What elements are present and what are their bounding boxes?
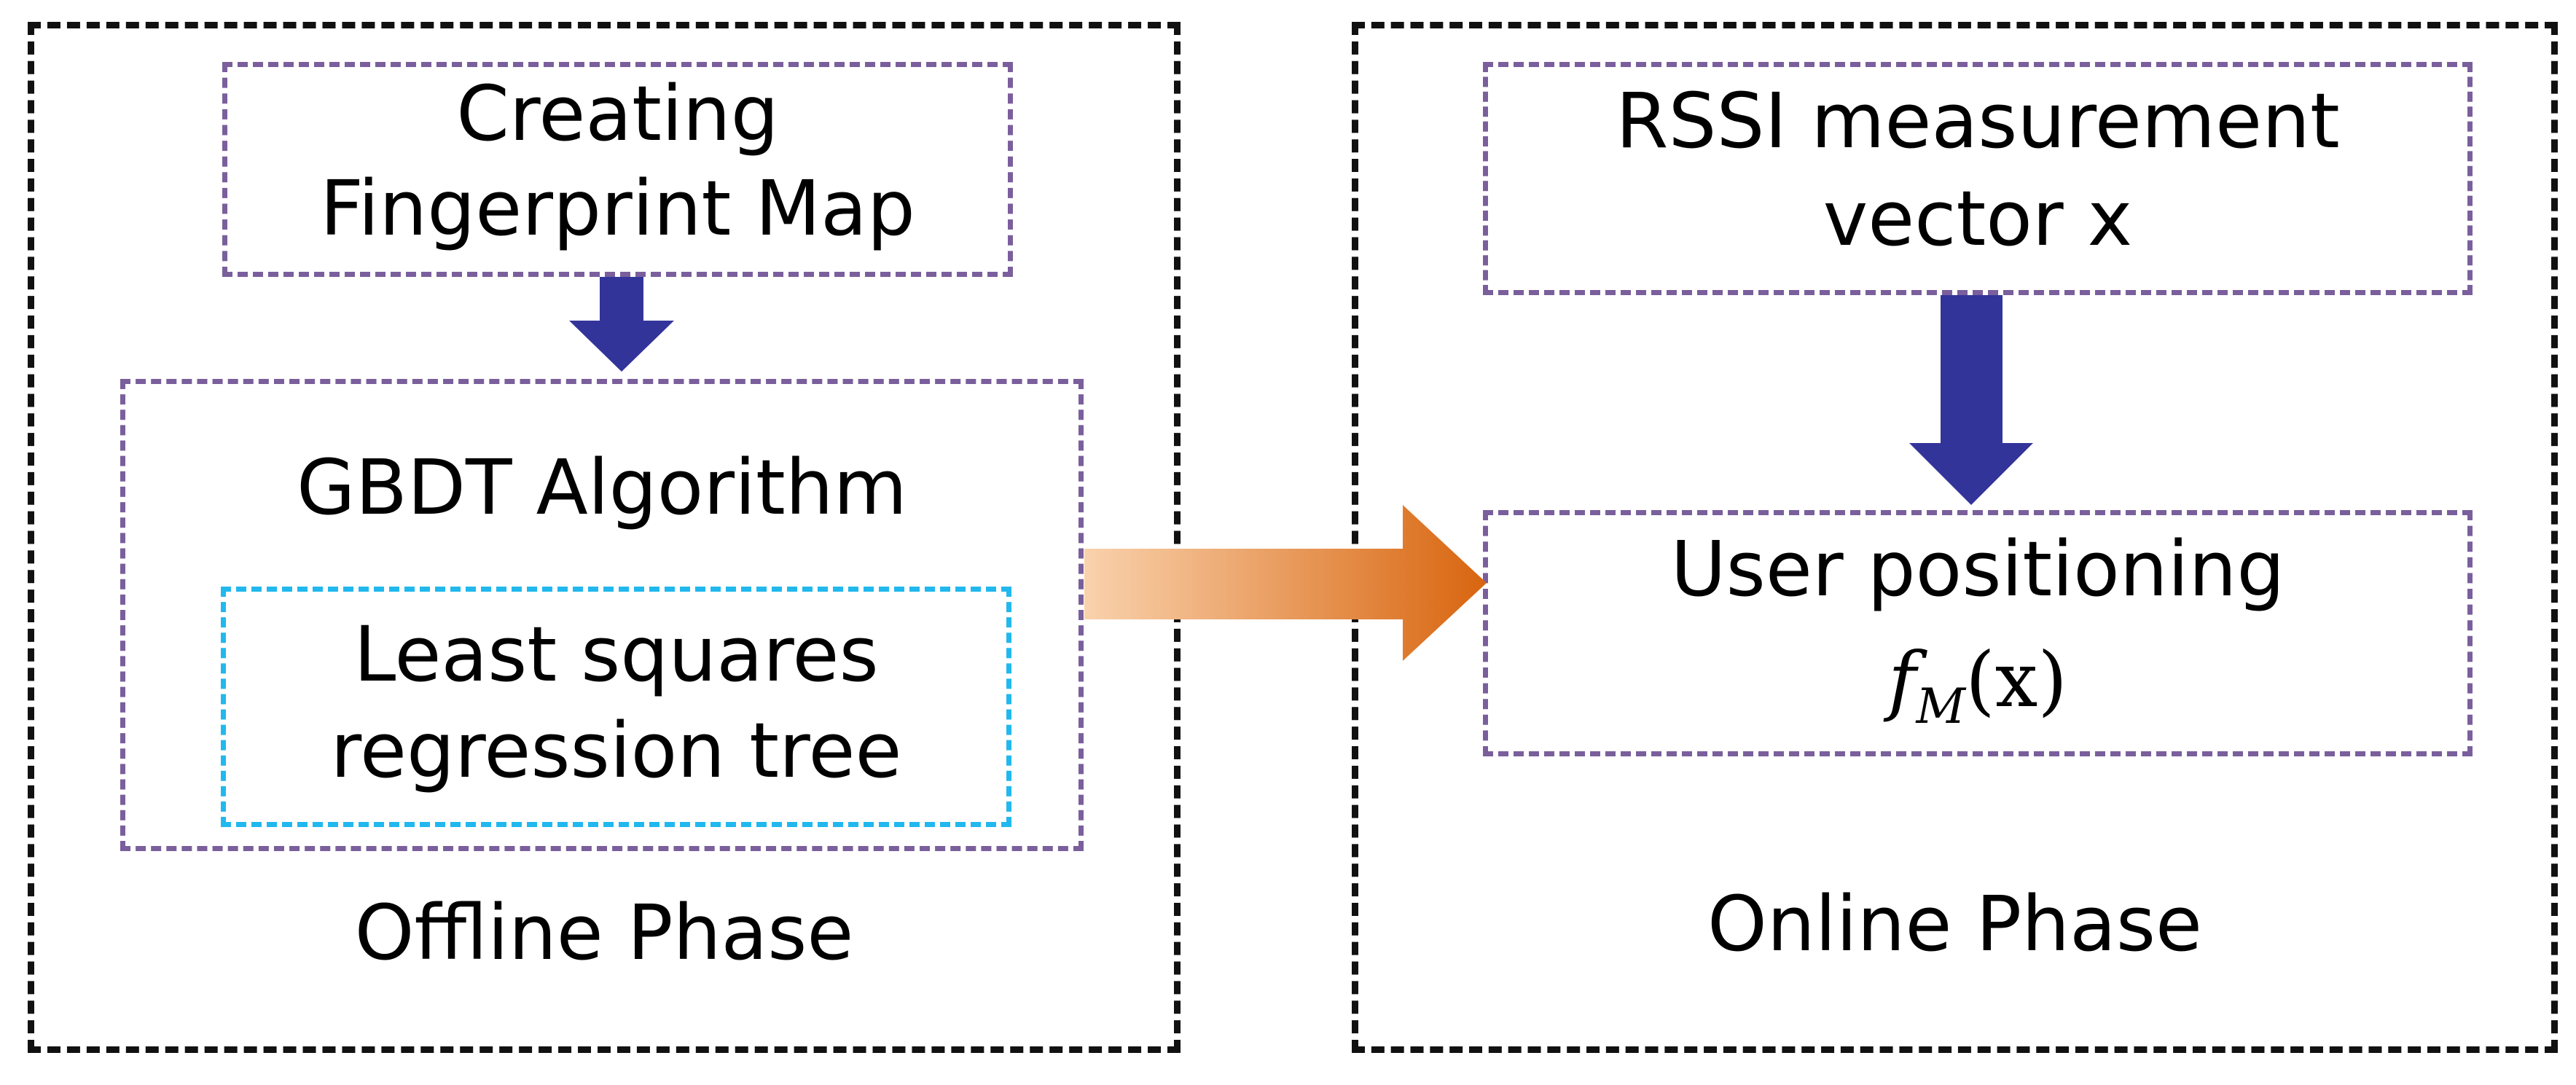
- positioning-line1: User positioning: [1670, 525, 2285, 614]
- online-phase-panel: [1352, 22, 2558, 1053]
- creating-fingerprint-map-box: Creating Fingerprint Map: [222, 62, 1013, 277]
- creating-line2: Fingerprint Map: [320, 164, 915, 253]
- offline-phase-label: Offline Phase: [354, 888, 854, 977]
- tree-line1: Least squares: [353, 610, 879, 699]
- regression-tree-box: Least squares regression tree: [221, 587, 1011, 827]
- formula-function: f: [1888, 635, 1917, 724]
- gbdt-title: GBDT Algorithm: [297, 443, 907, 532]
- down-arrow-offline: [569, 277, 674, 372]
- formula-argument: (x): [1965, 635, 2067, 724]
- gbdt-algorithm-box: GBDT Algorithm: [120, 379, 1084, 851]
- tree-line2: regression tree: [330, 706, 902, 795]
- positioning-formula: fM(x): [1488, 635, 2467, 731]
- rssi-measurement-box: RSSI measurement vector x: [1483, 62, 2473, 295]
- rssi-line2: vector x: [1823, 174, 2133, 263]
- formula-subscript: M: [1916, 678, 1966, 735]
- user-positioning-box: User positioning fM(x): [1483, 510, 2473, 756]
- rssi-line1: RSSI measurement: [1616, 77, 2340, 165]
- transfer-arrow: [1084, 505, 1487, 661]
- down-arrow-online: [1909, 295, 2033, 505]
- online-phase-label: Online Phase: [1707, 880, 2203, 968]
- creating-line1: Creating: [456, 69, 779, 158]
- offline-phase-panel: [28, 22, 1181, 1053]
